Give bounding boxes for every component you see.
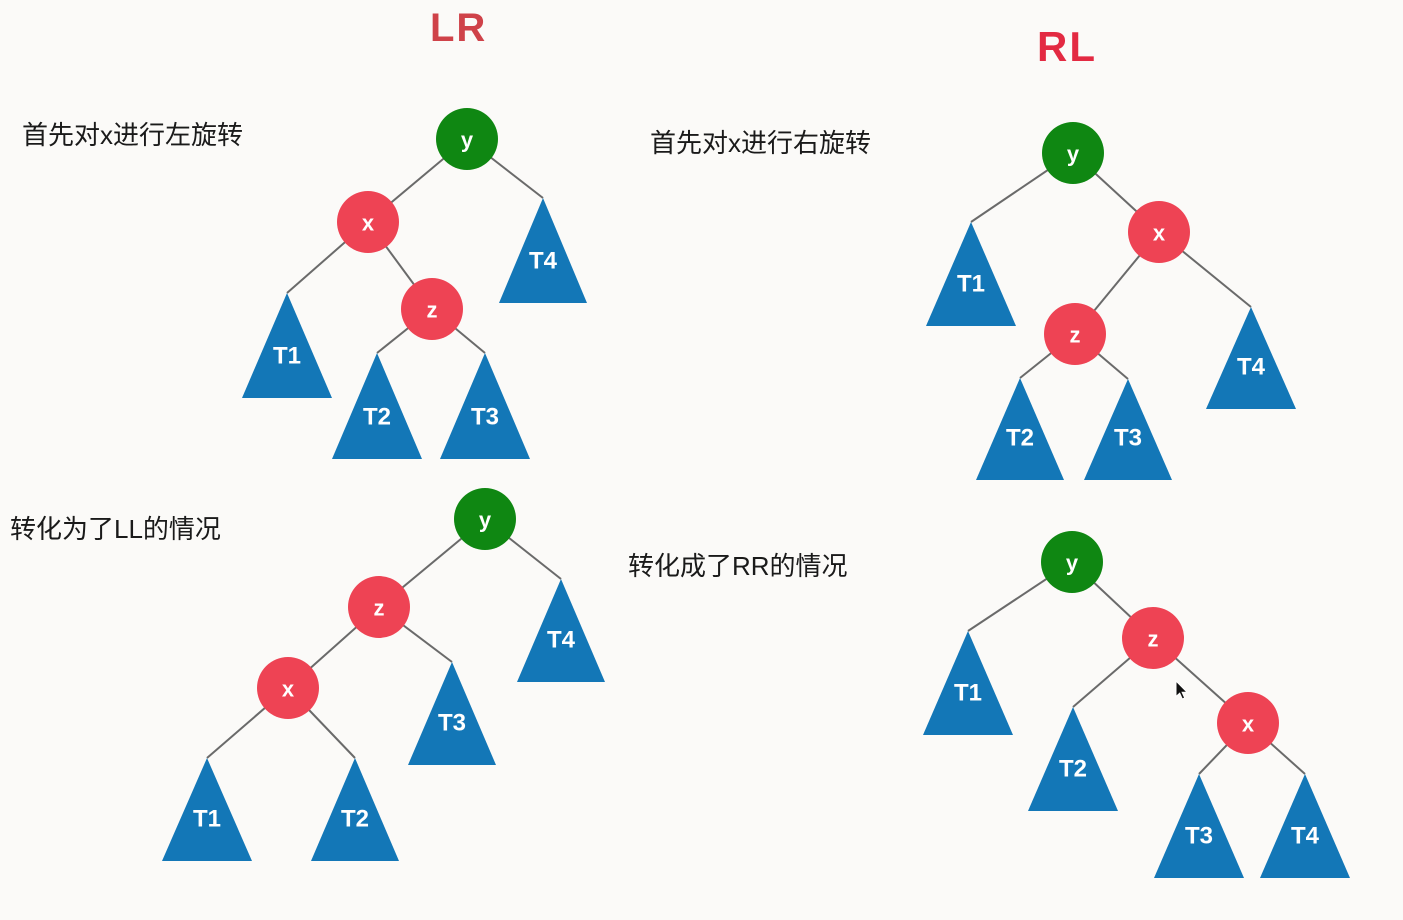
subtree-label-t4: T4 <box>1237 354 1266 381</box>
subtree-triangle-t4 <box>517 579 605 682</box>
tree-node-label-x: x <box>1153 221 1166 246</box>
subtree-triangle-t3 <box>440 353 530 459</box>
subtree-triangle-t4 <box>1206 307 1296 409</box>
subtree-label-t4: T4 <box>1291 823 1320 850</box>
subtree-label-t1: T1 <box>193 806 221 833</box>
tree-node-z <box>348 576 410 638</box>
subtree-label-t2: T2 <box>363 404 391 431</box>
caption-rl-result: 转化成了RR的情况 <box>628 551 848 581</box>
subtree-triangle-t4 <box>1260 774 1350 878</box>
tree-node-y <box>436 108 498 170</box>
tree-node-label-x: x <box>1242 712 1255 737</box>
subtree-triangle-t2 <box>976 378 1064 480</box>
subtree-label-t4: T4 <box>547 627 576 654</box>
tree-node-label-z: z <box>374 596 385 621</box>
subtree-label-t3: T3 <box>1185 823 1213 850</box>
tree-node-z <box>1122 607 1184 669</box>
subtree-triangle-t1 <box>162 758 252 861</box>
subtree-label-t3: T3 <box>438 710 466 737</box>
tree-node-x <box>257 657 319 719</box>
tree-node-label-y: y <box>1066 551 1079 576</box>
subtree-label-t2: T2 <box>1006 425 1034 452</box>
tree-node-label-y: y <box>1067 142 1080 167</box>
subtree-triangle-t3 <box>408 662 496 765</box>
tree-node-y <box>1041 531 1103 593</box>
subtree-triangle-t3 <box>1154 774 1244 878</box>
subtree-triangle-t3 <box>1084 379 1172 480</box>
caption-rl-step: 首先对x进行右旋转 <box>650 128 872 158</box>
subtree-label-t1: T1 <box>954 680 982 707</box>
caption-lr-step: 首先对x进行左旋转 <box>22 120 244 150</box>
subtree-triangle-t2 <box>332 353 422 459</box>
subtree-label-t4: T4 <box>529 248 558 275</box>
subtree-label-t1: T1 <box>957 271 985 298</box>
tree-node-label-z: z <box>1148 627 1159 652</box>
subtree-triangle-t2 <box>311 758 399 861</box>
tree-node-label-y: y <box>461 128 474 153</box>
tree-node-z <box>401 278 463 340</box>
title-lr-case: LR <box>430 6 488 50</box>
tree-node-label-x: x <box>362 211 375 236</box>
tree-node-label-z: z <box>427 298 438 323</box>
tree-node-x <box>1217 692 1279 754</box>
subtree-triangle-t2 <box>1028 707 1118 811</box>
tree-node-z <box>1044 303 1106 365</box>
caption-lr-result: 转化为了LL的情况 <box>10 514 221 544</box>
subtree-triangle-t1 <box>242 293 332 398</box>
title-rl-case: RL <box>1037 23 1097 70</box>
subtree-label-t3: T3 <box>1114 425 1142 452</box>
tree-node-y <box>1042 122 1104 184</box>
subtree-triangle-t1 <box>926 222 1016 326</box>
mouse-cursor-icon <box>1175 679 1189 700</box>
subtree-label-t3: T3 <box>471 404 499 431</box>
tree-node-x <box>337 191 399 253</box>
tree-node-label-y: y <box>479 508 492 533</box>
subtree-label-t2: T2 <box>341 806 369 833</box>
tree-node-label-x: x <box>282 677 295 702</box>
tree-node-y <box>454 488 516 550</box>
tree-node-x <box>1128 201 1190 263</box>
subtree-triangle-t4 <box>499 198 587 303</box>
subtree-label-t1: T1 <box>273 343 301 370</box>
tree-node-label-z: z <box>1070 323 1081 348</box>
subtree-label-t2: T2 <box>1059 756 1087 783</box>
subtree-triangle-t1 <box>923 631 1013 735</box>
